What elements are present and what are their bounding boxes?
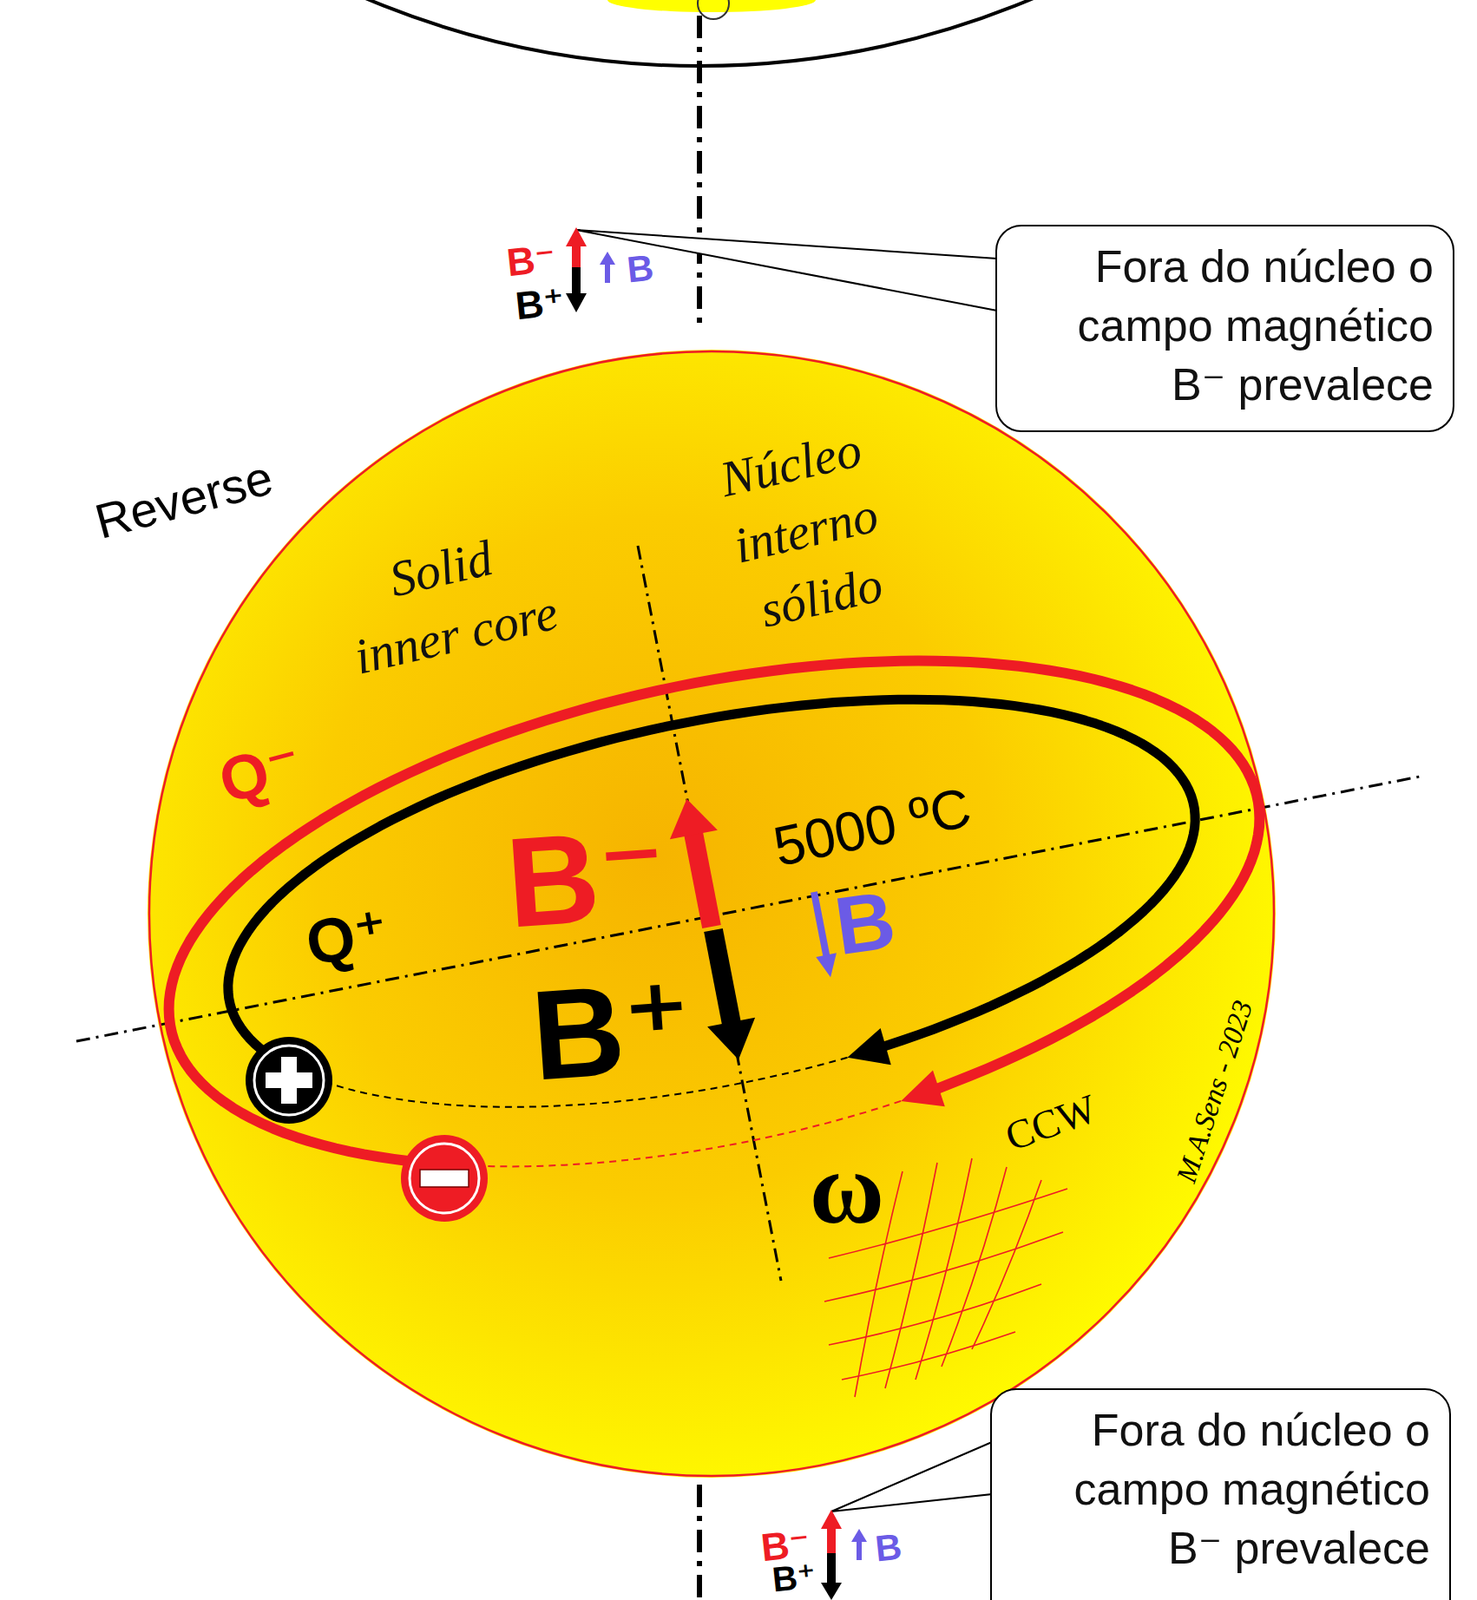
callout-pointer — [831, 1442, 992, 1512]
callout-text: Fora do núcleo o campo magnético B⁻ prev… — [1016, 236, 1434, 414]
b-plus-arrow — [689, 925, 763, 1065]
plus-charge — [245, 1037, 333, 1124]
field-symbol: B⁺ — [770, 1557, 818, 1597]
core-name: Núcleo interno sólido — [698, 412, 914, 650]
axis-bottom — [696, 1484, 703, 1600]
small-field-arrows-bottom — [820, 1509, 867, 1600]
state-label: Reverse — [90, 452, 278, 547]
field-symbol: B⁺ — [513, 282, 567, 327]
outer-core-outline — [0, 0, 1477, 66]
field-symbol: B — [625, 249, 657, 289]
angular-velocity: ω — [809, 1137, 885, 1241]
red-loop — [169, 661, 1261, 1165]
small-field-arrows-top — [565, 227, 616, 313]
minus-charge — [400, 1135, 488, 1222]
core-glimpse — [607, 0, 816, 13]
field-symbol: B⁻ — [502, 808, 671, 947]
callout-box: Fora do núcleo o campo magnético B⁻ prev… — [995, 224, 1455, 433]
current-loops — [169, 661, 1261, 1168]
sphere-edge — [149, 351, 1274, 1477]
loop-arrowhead — [846, 1028, 891, 1065]
black-loop — [228, 699, 1195, 1068]
b-minus-arrow — [663, 794, 736, 932]
field-symbol: B — [873, 1529, 905, 1569]
loop-arrowhead — [900, 1070, 946, 1108]
core-name: Solid inner core — [328, 512, 571, 694]
charge-symbol: Q⁺ — [301, 899, 393, 975]
callout-pointer — [576, 229, 998, 311]
field-symbol: B — [830, 879, 900, 969]
field-symbol: B⁺ — [527, 961, 696, 1100]
field-symbol: B⁻ — [505, 238, 558, 283]
axis-top — [696, 15, 703, 329]
callout-text: Fora do núcleo o campo magnético B⁻ prev… — [1010, 1400, 1431, 1578]
inner-core-fill — [147, 349, 1276, 1478]
small-core-circle — [697, 0, 729, 20]
callout-box: Fora do núcleo o campo magnético B⁻ prev… — [990, 1388, 1451, 1600]
